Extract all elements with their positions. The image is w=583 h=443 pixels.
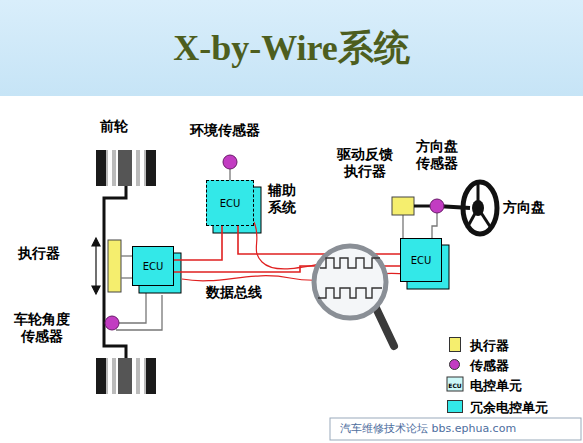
legend-swatch bbox=[449, 337, 461, 352]
rear-wheel bbox=[96, 358, 156, 394]
steering-linkage bbox=[104, 186, 126, 358]
part-label: 数据总线 bbox=[206, 284, 262, 301]
icon-text: ECU bbox=[447, 380, 463, 392]
part-label: 方向盘 bbox=[503, 199, 545, 216]
ecu-icon bbox=[447, 377, 463, 391]
steering-wheel bbox=[463, 182, 497, 234]
legend-text: 冗余电控单元 bbox=[470, 399, 548, 417]
signal-wire bbox=[116, 169, 437, 330]
data-bus-line bbox=[174, 226, 222, 260]
actuator bbox=[108, 240, 121, 292]
part-label: 车轮角度 传感器 bbox=[12, 311, 72, 345]
legend-text: 电控单元 bbox=[470, 377, 522, 395]
part-label: 执行器 bbox=[18, 245, 60, 262]
part-label: 驱动反馈 执行器 bbox=[335, 146, 395, 180]
watermark-frame bbox=[330, 418, 581, 440]
data-bus-line bbox=[238, 226, 400, 254]
legend-text: 执行器 bbox=[470, 337, 509, 355]
ecu-label: ECU bbox=[220, 198, 241, 209]
feedback-actuator bbox=[392, 197, 414, 215]
part-label: 方向盘 传感器 bbox=[413, 138, 461, 172]
sensor bbox=[430, 199, 444, 213]
part-label: 辅助 系统 bbox=[268, 182, 302, 216]
ecu-label: ECU bbox=[143, 261, 164, 272]
steering-shaft bbox=[414, 205, 430, 208]
bus-wire bbox=[238, 226, 400, 254]
ecu-box: ECU bbox=[132, 246, 174, 286]
legend-swatch bbox=[449, 359, 460, 370]
bus-wire bbox=[174, 226, 222, 260]
motion-arrow bbox=[92, 238, 100, 294]
watermark: 汽车维修技术论坛 bbs.ephua.com bbox=[340, 422, 516, 435]
sensor bbox=[223, 155, 237, 169]
diagram-title: X-by-Wire系统 bbox=[0, 24, 583, 73]
part-label: 环境传感器 bbox=[190, 122, 260, 139]
ecu-label: ECU bbox=[411, 255, 432, 266]
ecu-box: ECU bbox=[400, 238, 442, 282]
legend-text: 传感器 bbox=[470, 357, 509, 375]
ecu-box: ECU bbox=[206, 180, 254, 226]
sensor bbox=[105, 316, 119, 330]
front-wheel bbox=[96, 150, 156, 186]
legend-swatch bbox=[447, 400, 463, 413]
part-label: 前轮 bbox=[100, 118, 128, 135]
